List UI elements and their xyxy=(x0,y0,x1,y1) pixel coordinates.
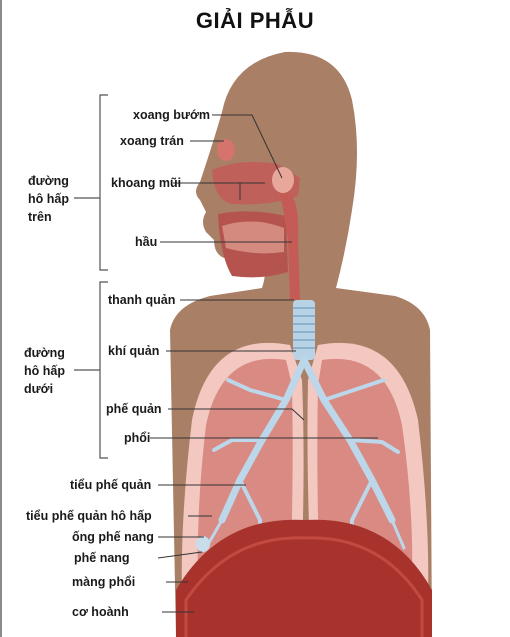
label-frontal-sinus: xoang trán xyxy=(120,134,184,148)
label-diaphragm: cơ hoành xyxy=(72,605,129,619)
tongue xyxy=(222,221,284,254)
brackets xyxy=(74,94,108,459)
upper-tract-line-1: đường xyxy=(28,174,69,188)
frontal-sinus-shape xyxy=(217,139,235,161)
lower-tract-line-2: hô hấp xyxy=(24,364,65,378)
lower-tract-line-1: đường xyxy=(24,346,65,360)
label-bronchus: phế quản xyxy=(106,402,162,416)
page-border xyxy=(0,0,2,637)
label-respiratory-bronchiole: tiểu phế quản hô hấp xyxy=(26,509,152,523)
label-sphenoid-sinus: xoang bướm xyxy=(133,108,210,122)
upper-tract-line-2: hô hấp xyxy=(28,192,69,206)
page-title: GIẢI PHẪU xyxy=(195,8,315,33)
label-larynx: thanh quản xyxy=(108,293,176,307)
lower-tract-line-3: dưới xyxy=(24,382,54,396)
trachea-rings xyxy=(293,307,315,349)
label-trachea: khí quản xyxy=(108,344,160,358)
label-nasal-cavity: khoang mũi xyxy=(111,176,182,190)
pharynx-shape xyxy=(280,192,300,300)
sphenoid-sinus-shape xyxy=(272,167,294,193)
line-sphenoid-sinus xyxy=(212,114,283,179)
line-alveolus xyxy=(157,551,203,559)
upper-tract-line-3: trên xyxy=(28,210,52,224)
label-bronchiole: tiểu phế quản xyxy=(70,478,152,492)
alveolus-shape xyxy=(196,536,210,552)
label-alveolar-duct: ống phế nang xyxy=(72,530,154,544)
label-lung: phổi xyxy=(124,431,151,445)
diaphragm-edge xyxy=(184,536,424,637)
lower-tract-group-label: đường hô hấp dưới xyxy=(24,344,65,398)
upper-tract-group-label: đường hô hấp trên xyxy=(28,172,69,226)
line-bronchus xyxy=(168,408,305,421)
leader-lines xyxy=(150,114,378,613)
label-pleura: màng phổi xyxy=(72,575,136,589)
label-pharynx: hầu xyxy=(135,235,158,249)
label-alveolus: phế nang xyxy=(74,551,130,565)
